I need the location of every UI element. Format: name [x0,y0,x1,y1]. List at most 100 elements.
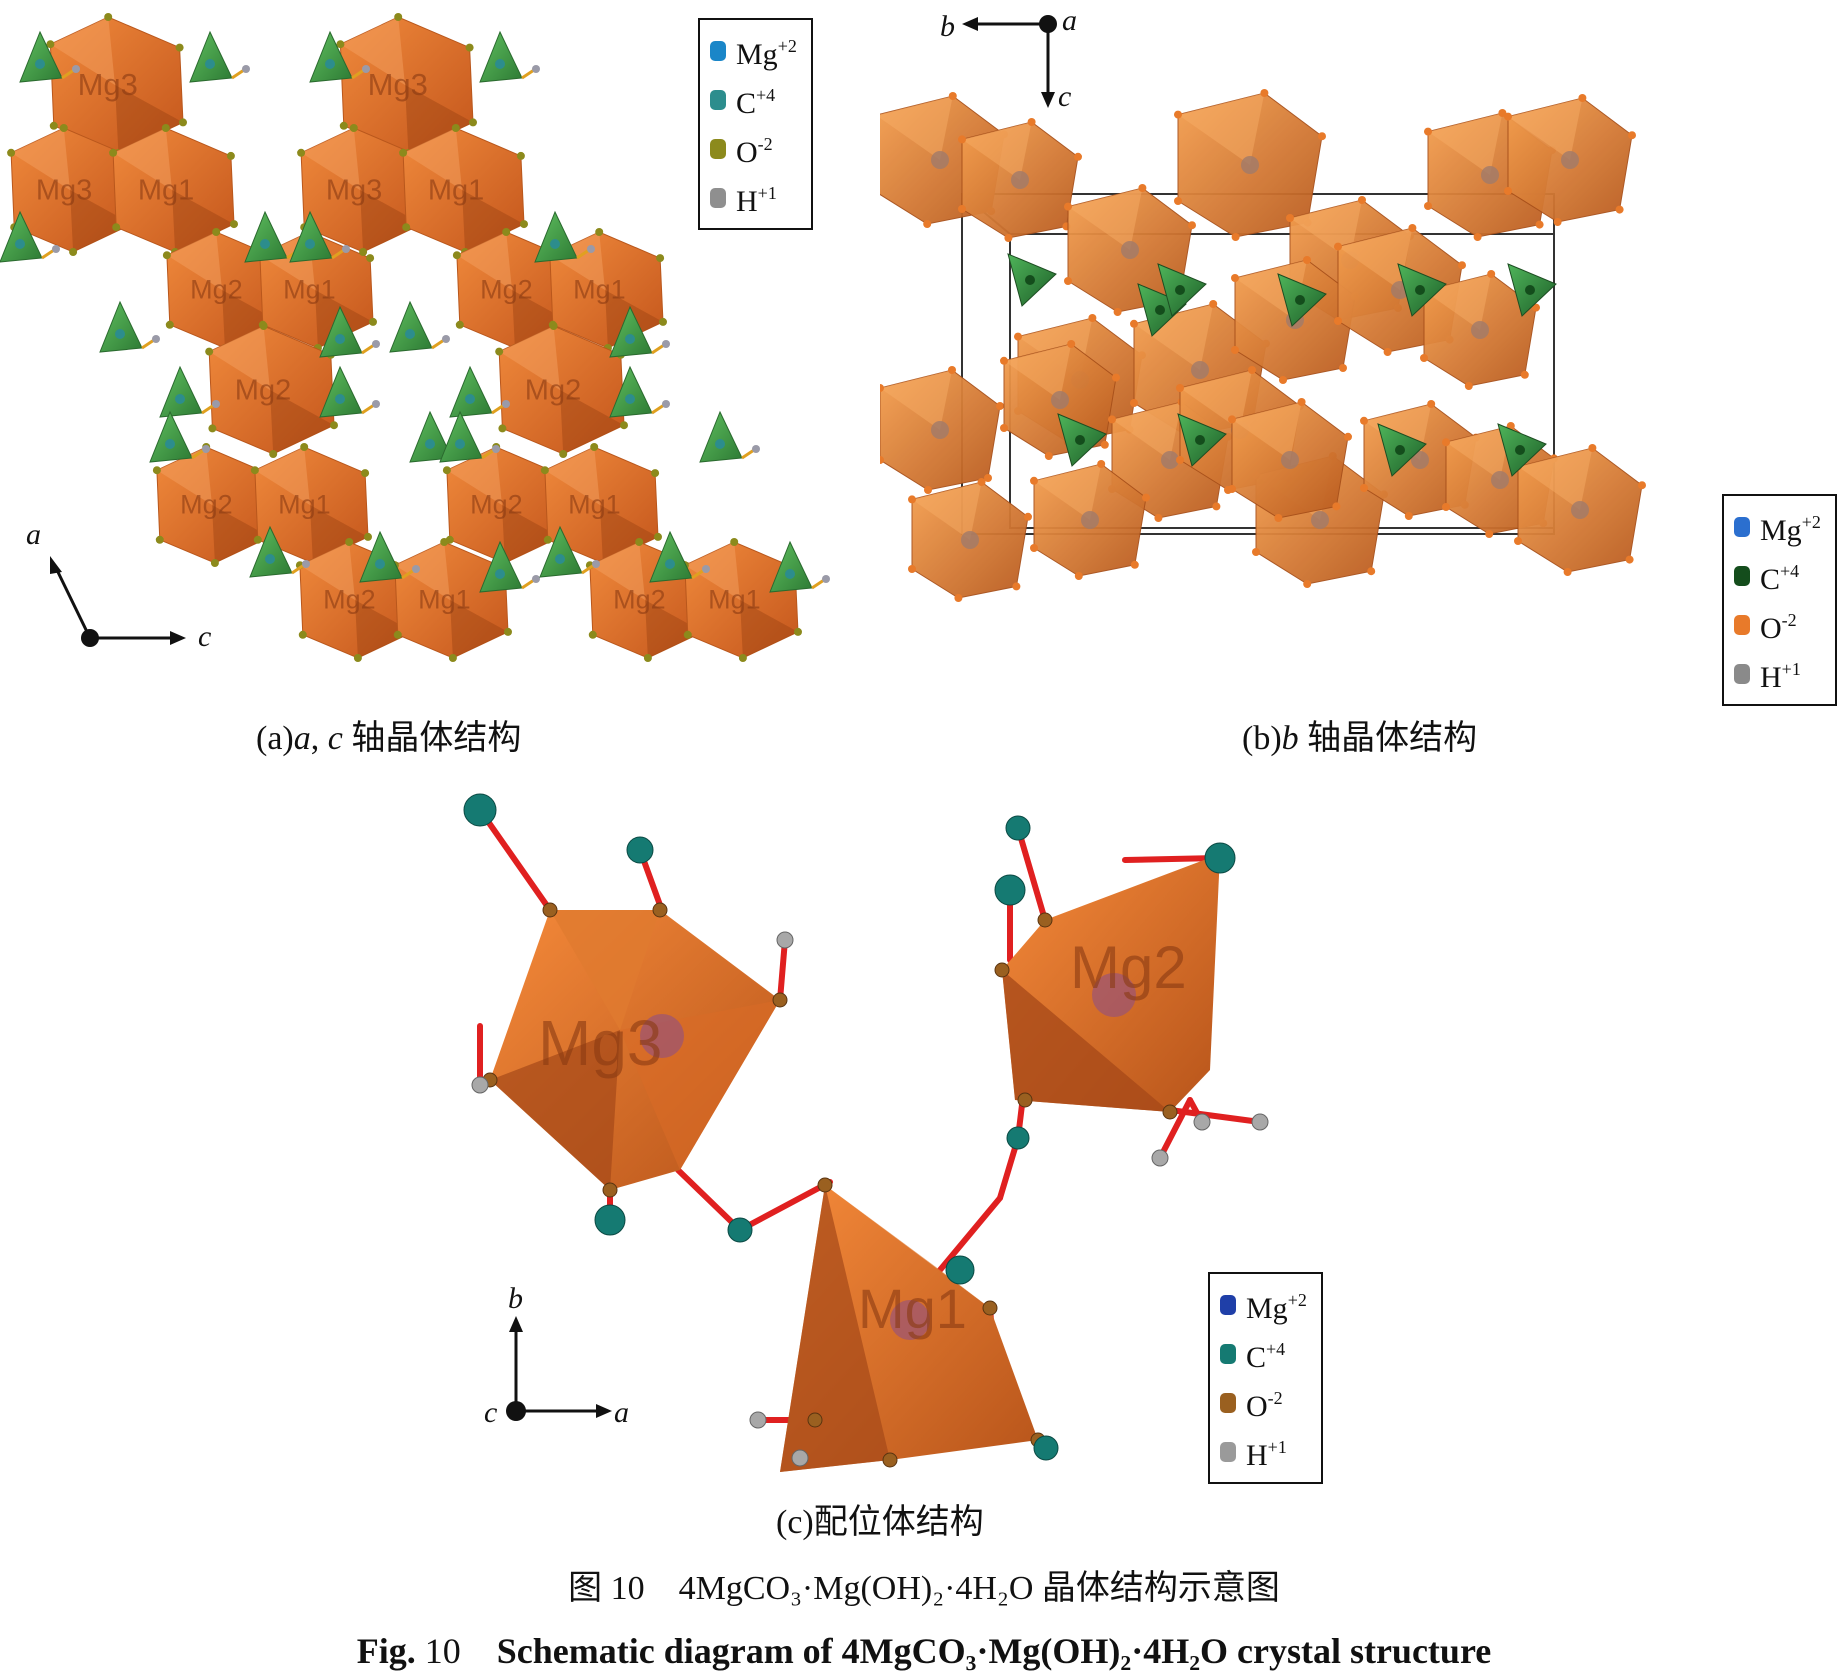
mg-label: Mg1 [708,585,761,615]
legend-row-h: H+1 [1734,649,1821,698]
oxygen-atom [165,320,174,329]
hydrogen-atoms [471,931,1269,1467]
oxygen-atom [230,220,238,229]
axis-label-c: c [198,620,211,653]
oxygen-atom [339,121,348,130]
legend-row-o: O-2 [1734,600,1821,649]
carbonate-triangle [609,365,670,418]
carbonate-triangle [289,210,350,263]
carbonate-triangle-b [1507,263,1557,317]
oxygen-atom [635,538,644,546]
axis-label-a-right: a [614,1396,629,1429]
mg-label: Mg3 [78,67,138,102]
mg-label: Mg2 [480,275,533,305]
oxygen-atom [402,223,411,232]
carbonate-triangle-b [1057,413,1107,467]
mg-label: Mg3 [326,174,382,206]
carbonate-triangle [0,210,60,263]
mg-label: Mg2 [323,585,376,615]
caption-a-axis1: a [293,720,311,757]
figure-en-prefix: Fig. [356,1631,416,1671]
oxygen-atom [297,148,306,157]
mg-label: Mg1 [138,174,194,206]
mg-octahedron [109,124,238,256]
carbonate-triangle [149,410,210,463]
oxygen-atom [345,538,354,546]
oxygen-atom [152,466,161,475]
mg-label: Mg2 [470,490,523,520]
carbonate-triangle [534,210,595,263]
legend-label: O-2 [1246,1388,1283,1423]
label-mg1: Mg1 [858,1277,967,1340]
carbonate-triangle [449,365,510,418]
legend-label: C+4 [1246,1339,1286,1374]
caption-a: (a)a, c 轴晶体结构 [256,710,521,759]
legend-swatch-icon [1220,1441,1236,1462]
caption-a-axis2: c [327,720,343,757]
oxygen-atom [540,466,549,475]
oxygen-atom [654,532,662,541]
oxygen-atom [504,627,512,636]
oxygen-atom [455,320,464,329]
legend-row-mg: Mg+2 [1734,502,1821,551]
axis-indicator-b: b a c [940,4,1077,113]
mg-label: Mg3 [36,174,92,206]
carbonate-triangle-b [1137,283,1187,337]
oxygen-atom [7,148,16,157]
mg-label: Mg3 [368,67,428,102]
mg-label: Mg1 [568,490,621,520]
oxygen-atom [516,151,525,160]
panel-b-structure: b a c [880,0,1848,660]
oxygen-atom [502,228,511,236]
oxygen-atom [588,630,597,639]
mg-label: Mg2 [190,275,243,305]
oxygen-atom [543,535,552,544]
oxygen-atom [226,151,235,160]
oxygen-atom [656,254,665,263]
mg-octahedron-b [958,118,1082,242]
carbonate-triangle-b [1397,263,1447,317]
oxygen-atom [359,248,368,256]
legend-label: C+4 [736,85,776,120]
legend-swatch-icon [1734,565,1750,586]
axis-label-a-origin: a [1062,4,1077,37]
legend-label: H+1 [1246,1437,1287,1472]
oxygen-atom [549,322,558,330]
carbonate-triangle [99,300,160,353]
caption-b-text: 轴晶体结构 [1298,720,1478,757]
carbonate-triangle [539,525,600,578]
legend-label: C+4 [1760,561,1800,596]
legend-label: Mg+2 [1760,512,1821,547]
panel-c-svg: Mg3 Mg2 Mg1 b c a [463,793,1269,1472]
carbonate-triangle [609,305,670,358]
axis-indicator-a: a c [26,518,211,653]
legend-swatch-icon [1220,1392,1236,1413]
carbonate-triangle [699,410,760,463]
mg-label: Mg1 [573,275,626,305]
caption-b-axis: b [1281,720,1299,757]
panel-b-svg: b a c [880,4,1646,602]
legend-swatch-icon [1220,1343,1236,1364]
octahedra-layer-b [880,89,1646,602]
mg-label: Mg2 [235,375,291,407]
mg-octahedron [399,124,528,256]
oxygen-atom [330,421,338,430]
caption-c: (c)配位体结构 [776,1504,984,1541]
oxygen-atom [361,469,370,478]
legend-label: Mg+2 [736,36,797,71]
mg-octahedron-b [1504,94,1636,226]
mg-octahedron [250,443,372,567]
carbonate-triangle [769,540,830,593]
legend-label: Mg+2 [1246,1290,1307,1325]
oxygen-atom [643,654,652,662]
label-mg3: Mg3 [538,1007,663,1079]
carbonate-triangle-b [1497,423,1547,477]
carbonate-triangle [19,30,80,83]
mg-octahedron [297,124,426,256]
oxygen-atom [366,254,375,263]
mg-label: Mg2 [180,490,233,520]
legend-row-c: C+4 [1220,1329,1307,1378]
